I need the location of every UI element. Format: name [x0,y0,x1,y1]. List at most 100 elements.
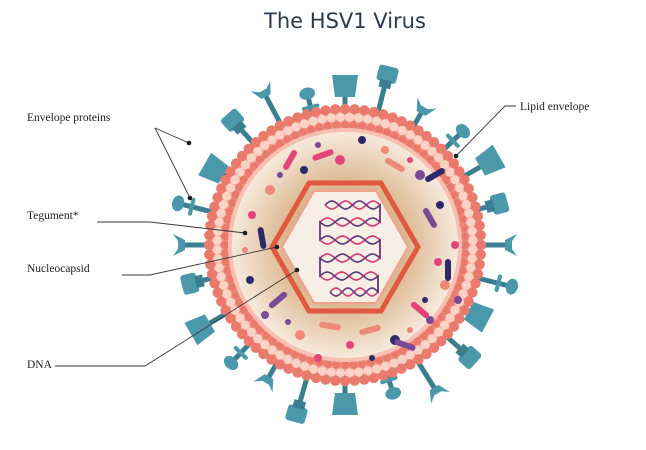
lipid-head [445,313,455,323]
lipid-head [340,360,350,370]
lipid-head [412,336,422,346]
nucleocapsid-outer [269,180,421,314]
lipid-head [203,239,215,251]
protein-bar [301,103,320,111]
lipid-head [470,201,481,212]
lipid-head [212,245,222,255]
lipid-head [396,116,407,127]
lipid-head [298,353,308,362]
lipid-head [466,217,476,227]
lipid-head [363,114,373,124]
protein-head [463,301,495,333]
lipid-head [454,313,465,324]
lipid-head [405,120,416,131]
lipid-head [464,272,474,282]
protein-head [223,355,239,371]
lipid-head [246,153,256,163]
virus-particle-icon [440,280,450,290]
virus-particle-icon [369,355,375,361]
lipid-head [425,155,435,165]
lipid-head [275,130,285,140]
lipid-head [274,359,285,370]
protein-bar [446,133,460,148]
lipid-head [397,354,407,365]
lipid-head [231,290,240,299]
protein-head [250,80,271,100]
protein-head [429,384,450,404]
lipid-head [220,174,231,185]
lipid-head [387,367,398,378]
lipid-head [266,354,277,365]
lipid-head [326,113,336,123]
lipid-head [244,312,254,322]
lipid-head [221,249,230,258]
lipid-head [461,200,471,210]
leader-envelope-proteins-b [154,127,191,199]
protein-bar [187,197,196,216]
lipid-head [214,217,224,227]
lipid-head [292,367,303,378]
lipid-head [253,146,263,156]
lipid-head [240,320,250,330]
virus-particle-icon [265,185,275,195]
protein-head [180,272,200,295]
protein-head [385,387,402,400]
lipid-head [390,350,399,359]
label-dna: DNA [27,359,53,371]
lipid-head [440,160,450,170]
lipid-head [243,336,254,347]
protein-head [455,123,471,139]
lipid-head [330,375,341,386]
lipid-head [253,334,263,344]
label-envelope-proteins: Envelope proteins [27,112,111,124]
protein-head [171,195,185,212]
lipid-head [460,249,469,258]
leader-lipid-envelope [455,105,516,157]
lipid-head [216,183,227,194]
lipid-head [460,232,469,241]
lipid-head [372,364,382,374]
lipid-head [335,112,345,122]
lipid-head [363,366,373,376]
lipid-heads [203,103,487,387]
lipid-head [308,116,318,126]
lipid-head [216,296,227,307]
label-nucleocapsid: Nucleocapsid [27,263,90,275]
lipid-head [219,280,229,290]
lipid-head [225,297,236,307]
lipid-head [357,359,367,368]
lipid-head [222,223,231,233]
lipid-head [472,268,484,280]
lipid-head [382,353,392,362]
lipid-head [368,106,380,118]
lipid-head [397,125,407,136]
virus-particle-icon [454,296,462,304]
tegument-rod [385,158,405,172]
label-tegument: Tegument* [27,210,79,222]
virus-particle-icon [381,146,389,154]
protein-bar [380,375,398,385]
leader-dot [187,195,193,201]
lipid-head [421,130,432,142]
lipid-head [239,175,249,185]
lipid-head [275,139,285,149]
tegument-rod [359,324,381,336]
lipid-head [459,305,470,316]
virus-particle-icon [300,166,308,174]
lipid-head [225,166,236,177]
virus-particle-icon [422,297,428,303]
lipid-head [262,150,271,159]
protein-collar [232,120,247,135]
lipid-head [317,114,327,124]
protein-collar [455,343,470,358]
lipid-head [267,135,277,145]
lipid-head [412,144,422,154]
protein-head [198,152,229,184]
lipid-head [250,162,259,171]
lipid-head [349,104,360,115]
virus-particle-icon [285,319,291,325]
lipid-head [274,120,285,131]
lipid-head [250,342,262,353]
lipid-head [235,313,245,323]
virus-particle-icon [261,311,269,319]
